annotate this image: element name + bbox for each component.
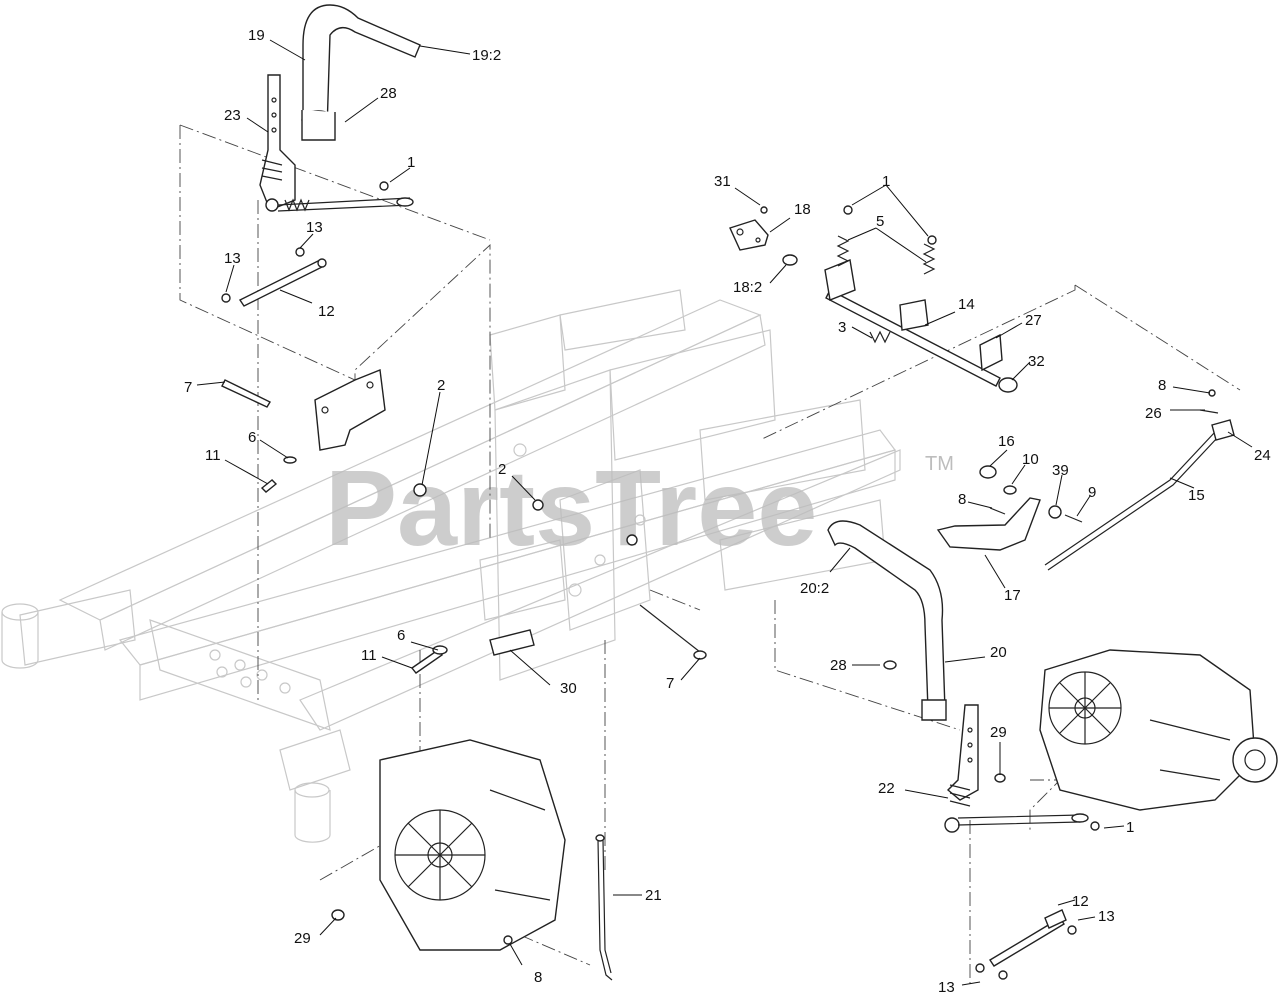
callout-12-upper: 12 [318, 303, 335, 320]
watermark-trademark: TM [925, 453, 954, 475]
mount-bracket-center [221, 369, 638, 546]
callout-5: 5 [876, 213, 884, 230]
callout-30: 30 [560, 680, 577, 697]
control-lever-19 [301, 4, 421, 141]
bolt-lower-left [410, 629, 535, 674]
callout-1-upper-right: 1 [882, 173, 890, 190]
callout-9: 9 [1088, 484, 1096, 501]
callout-18: 18 [794, 201, 811, 218]
callout-20-2: 20:2 [800, 580, 829, 597]
leader-lines [196, 39, 1253, 986]
control-lever-20 [827, 520, 947, 721]
bracket-22 [883, 660, 1006, 833]
callout-labels: 19 19:2 28 23 1 13 13 12 7 2 6 11 2 31 1… [184, 27, 1271, 996]
callout-31: 31 [714, 173, 731, 190]
callout-18-2: 18:2 [733, 279, 762, 296]
rod-15 [1044, 389, 1235, 571]
damper-12-upper [221, 247, 327, 307]
callout-15: 15 [1188, 487, 1205, 504]
callout-1-lower-right: 1 [1126, 819, 1134, 836]
rod-upper-left [277, 181, 414, 212]
callout-14: 14 [958, 296, 975, 313]
callout-13-upper-b: 13 [224, 250, 241, 267]
lever-17 [936, 465, 1083, 551]
callout-20: 20 [990, 644, 1007, 661]
callout-13-lower-a: 13 [1098, 908, 1115, 925]
callout-11-lower: 11 [361, 647, 377, 664]
bracket-23 [259, 74, 296, 212]
callout-19: 19 [248, 27, 265, 44]
callout-11-upper: 11 [205, 447, 221, 464]
callout-39: 39 [1052, 462, 1069, 479]
callout-8-mid: 8 [958, 491, 966, 508]
brake-shaft-14 [729, 205, 1018, 393]
callout-10: 10 [1022, 451, 1039, 468]
callout-28-lower: 28 [830, 657, 847, 674]
callout-26: 26 [1145, 405, 1162, 422]
callout-21: 21 [645, 887, 662, 904]
callout-7-upper: 7 [184, 379, 192, 396]
callout-3: 3 [838, 319, 846, 336]
callout-16: 16 [998, 433, 1015, 450]
callout-8-lower: 8 [534, 969, 542, 986]
callout-23: 23 [224, 107, 241, 124]
callout-6-upper: 6 [248, 429, 256, 446]
callout-29-right: 29 [990, 724, 1007, 741]
callout-13-upper-a: 13 [306, 219, 323, 236]
watermark-brand: PartsTree [325, 447, 817, 568]
transmission-right [1039, 649, 1278, 811]
callout-12-lower: 12 [1072, 893, 1089, 910]
rod-21 [595, 834, 613, 981]
chassis-frame [1, 289, 901, 843]
callout-7-lower: 7 [666, 675, 674, 692]
callout-8-right: 8 [1158, 377, 1166, 394]
callout-32: 32 [1028, 353, 1045, 370]
callout-27: 27 [1025, 312, 1042, 329]
callout-24: 24 [1254, 447, 1271, 464]
callout-22: 22 [878, 780, 895, 797]
damper-12-lower [975, 909, 1077, 980]
callout-28-upper: 28 [380, 85, 397, 102]
callout-1-upper-left: 1 [407, 154, 415, 171]
bolt-7-lower [639, 604, 707, 660]
callout-19-2: 19:2 [472, 47, 501, 64]
rod-lower-right [957, 813, 1100, 831]
callout-2-left: 2 [437, 377, 445, 394]
callout-17: 17 [1004, 587, 1021, 604]
callout-2-center: 2 [498, 461, 506, 478]
transmission-left [331, 739, 566, 951]
callout-13-lower-b: 13 [938, 979, 955, 996]
callout-6-lower: 6 [397, 627, 405, 644]
callout-29-left: 29 [294, 930, 311, 947]
